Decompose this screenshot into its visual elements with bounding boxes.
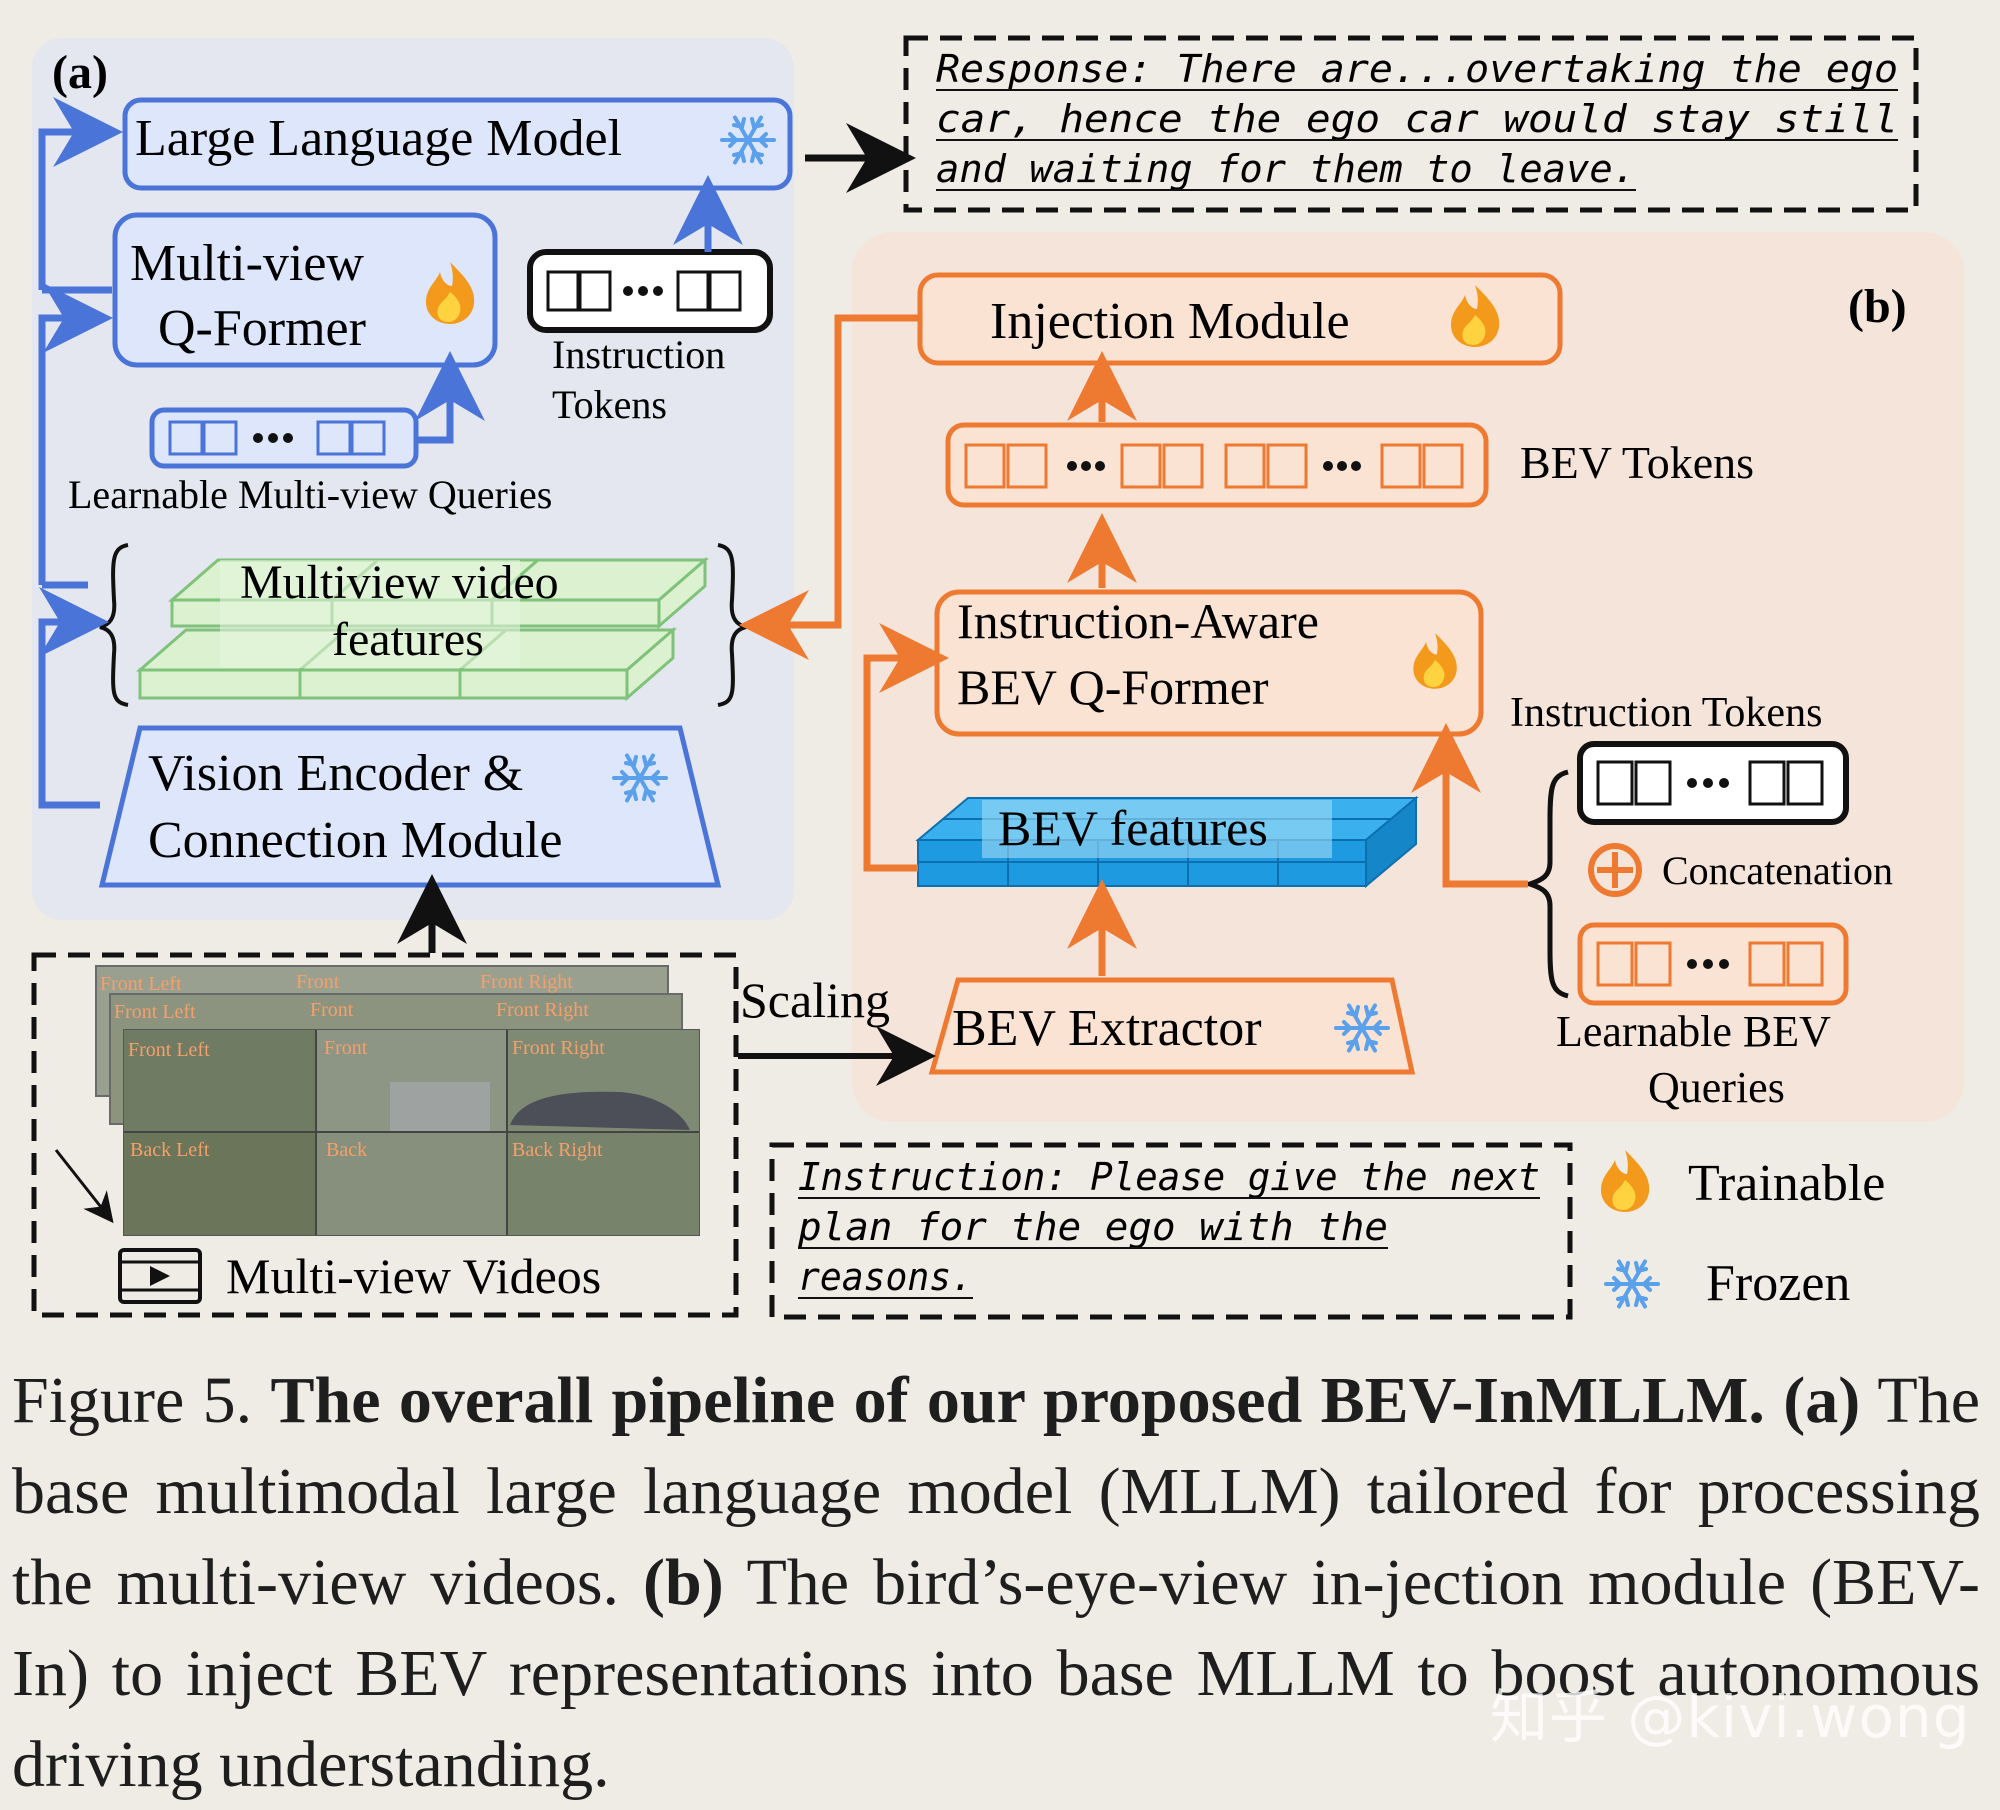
caption-title: The overall pipeline of our proposed BEV…: [270, 1364, 1765, 1437]
concatenation-icon: [1588, 843, 1642, 897]
instruction-tokens-b: [1577, 741, 1849, 825]
orange-connections: [739, 314, 1528, 976]
vision-encoder-line1: Vision Encoder &: [148, 745, 523, 802]
response-line3: and waiting for them to leave.: [936, 147, 1636, 191]
scaling-label: Scaling: [740, 972, 890, 1028]
response-line2: car, hence the ego car would stay still: [936, 97, 1898, 141]
bev-features-block: BEV features: [915, 795, 1419, 889]
instruction-box: Instruction: Please give the next plan f…: [769, 1142, 1573, 1320]
video-features-line1: Multiview video: [240, 556, 559, 609]
learnable-queries-label: Learnable Multi-view Queries: [68, 472, 552, 517]
bev-tokens: [945, 422, 1489, 508]
caption-a-marker: (a): [1783, 1364, 1861, 1437]
instruction-line3: reasons.: [798, 1255, 973, 1299]
multiview-qformer-box: Multi-view Q-Former: [112, 212, 498, 368]
bev-extractor-box: BEV Extractor: [928, 977, 1416, 1075]
view-label: Front Left: [114, 1001, 196, 1023]
bev-extractor-label: BEV Extractor: [952, 1000, 1262, 1057]
instruction-line2: plan for the ego with the: [797, 1205, 1388, 1249]
instruction-tokens-a-line1: Instruction: [552, 332, 725, 377]
view-label: Front Right: [496, 999, 589, 1021]
caption-a-text: The base multimodal large language model…: [12, 1364, 1981, 1619]
view-label: Back Right: [512, 1139, 603, 1161]
video-features-line2: features: [332, 613, 484, 666]
view-label: Front: [296, 971, 340, 993]
learnable-multiview-queries: [149, 407, 419, 469]
bev-features-label: BEV features: [998, 800, 1268, 856]
blue-connections: [38, 97, 743, 809]
qformer-label-line2: Q-Former: [158, 300, 366, 357]
instruction-aware-qformer-box: Instruction-Aware BEV Q-Former: [934, 589, 1484, 737]
qformer-label-line1: Multi-view: [130, 235, 364, 292]
legend: Trainable Frozen: [1601, 1150, 1885, 1312]
pipeline-diagram: (a) Large Language Model Multi-view Q-Fo…: [31, 35, 1964, 1320]
vision-encoder-box: Vision Encoder & Connection Module: [98, 725, 722, 888]
instruction-tokens-b-label: Instruction Tokens: [1510, 690, 1822, 736]
caption-fig-number: Figure 5.: [12, 1364, 253, 1437]
response-line1: Response: There are...overtaking the ego: [936, 47, 1898, 91]
view-label: Front Left: [100, 973, 182, 995]
panel-a-label: (a): [52, 46, 108, 99]
view-label: Front Right: [480, 971, 573, 993]
caption-b-marker: (b): [643, 1546, 724, 1619]
view-label: Front Right: [512, 1037, 605, 1059]
concatenation-label: Concatenation: [1662, 848, 1893, 893]
video-icon: [118, 1248, 202, 1304]
learnable-bev-line1: Learnable BEV: [1556, 1007, 1831, 1056]
view-label: Front: [310, 999, 354, 1021]
view-label: Back Left: [130, 1139, 210, 1161]
multiview-video-features: Multiview video features: [99, 543, 747, 707]
ia-qformer-line1: Instruction-Aware: [957, 593, 1319, 649]
learnable-bev-queries: [1577, 922, 1849, 1006]
view-label: Front Left: [128, 1039, 210, 1061]
injection-label: Injection Module: [990, 293, 1350, 350]
llm-label: Large Language Model: [135, 110, 622, 167]
caption-b-text: The bird’s-eye-view in-jection module (B…: [12, 1546, 1980, 1801]
trainable-icon: [1601, 1150, 1650, 1212]
figure-caption: Figure 5. The overall pipeline of our pr…: [12, 1355, 1980, 1810]
instruction-line1: Instruction: Please give the next: [798, 1155, 1540, 1199]
injection-module-box: Injection Module: [917, 272, 1563, 366]
view-label: Front: [324, 1037, 368, 1059]
multiview-videos-box: Front Left Front Front Right Front Left …: [31, 952, 739, 1318]
bev-tokens-label: BEV Tokens: [1520, 437, 1754, 488]
legend-frozen: Frozen: [1706, 1255, 1850, 1312]
panel-b-label: (b): [1848, 280, 1907, 333]
instruction-tokens-a: [527, 249, 773, 333]
ia-qformer-line2: BEV Q-Former: [957, 659, 1269, 715]
view-label: Back: [326, 1139, 367, 1161]
response-box: Response: There are...overtaking the ego…: [903, 35, 1919, 213]
videos-caption: Multi-view Videos: [226, 1248, 601, 1304]
camera-views-frame: Front Left Front Front Right Front Left …: [100, 971, 700, 1236]
vision-encoder-line2: Connection Module: [148, 812, 563, 869]
learnable-bev-line2: Queries: [1648, 1063, 1785, 1112]
legend-trainable: Trainable: [1688, 1155, 1885, 1212]
instruction-tokens-a-line2: Tokens: [552, 382, 667, 427]
watermark: 知乎 @kivi.wong: [1490, 1683, 1971, 1751]
concat-brace: [1522, 769, 1569, 999]
frozen-icon: [1604, 1259, 1660, 1309]
llm-box: Large Language Model: [122, 97, 793, 191]
